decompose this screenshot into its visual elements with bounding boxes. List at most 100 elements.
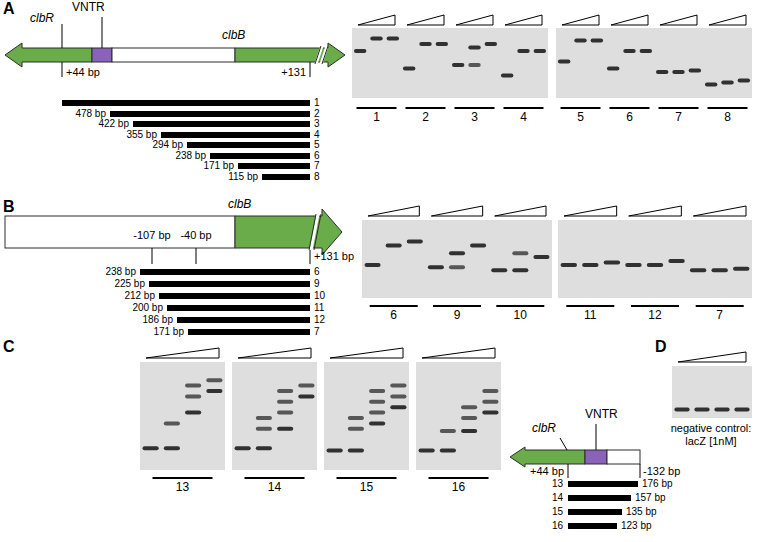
concentration-wedge — [505, 15, 542, 25]
figure-label: 6 — [390, 309, 397, 323]
gel-band — [625, 263, 641, 267]
break-mark — [316, 46, 327, 64]
vntr-box — [92, 48, 112, 62]
figure-label: 157 bp — [635, 492, 666, 504]
gel-band — [482, 411, 498, 415]
lane-underline — [504, 107, 544, 109]
figure-label: -107 bp — [133, 229, 170, 242]
figure-label: 225 bp — [114, 278, 145, 290]
figure-label: 15 — [360, 481, 373, 495]
gel-band — [668, 259, 684, 263]
fragment-bars — [62, 100, 310, 180]
gel-image — [672, 366, 752, 418]
gel-band — [533, 255, 549, 259]
figure-label: 9 — [314, 278, 320, 290]
gel-band — [738, 78, 750, 82]
gel-band — [256, 446, 272, 450]
lane-underline — [496, 305, 544, 307]
tick-lines — [152, 248, 310, 264]
gel-band — [164, 446, 180, 450]
gel-band — [491, 268, 507, 272]
gel-band — [501, 74, 513, 78]
gel-band — [407, 240, 423, 244]
gel-band — [185, 384, 201, 388]
gel-band — [369, 400, 385, 404]
figure-label: 5 — [314, 139, 320, 151]
figure-label: 16 — [552, 520, 563, 532]
gel-image — [140, 362, 225, 470]
lane-underline — [245, 477, 305, 479]
panel-letter: B — [3, 198, 15, 216]
lane-underline — [631, 305, 679, 307]
figure-label: 422 bp — [98, 118, 129, 130]
figure-label: +44 bp — [530, 465, 564, 478]
gel-band — [534, 49, 546, 53]
concentration-wedge — [678, 352, 746, 362]
lane-underline — [406, 107, 446, 109]
gel-image — [416, 362, 501, 470]
gel-image — [556, 28, 752, 98]
gel-band — [558, 60, 570, 64]
gel-band — [206, 378, 222, 382]
gel-band — [354, 49, 366, 53]
figure-label: 1 — [373, 111, 380, 125]
figure-label: 7 — [675, 111, 682, 125]
concentration-wedge — [709, 15, 746, 25]
gel-band — [298, 394, 314, 398]
figure-label: 200 bp — [132, 302, 163, 314]
gel-band — [369, 421, 385, 425]
figure-label: 3 — [471, 111, 478, 125]
clbB-gene-arrow — [235, 43, 345, 67]
leader-lines — [560, 424, 640, 478]
gel-band — [327, 448, 343, 452]
figure-label: 176 bp — [642, 478, 673, 490]
gel-band — [143, 446, 159, 450]
gel-band — [277, 427, 293, 431]
figure-label: 7 — [716, 309, 723, 323]
gel-band — [428, 265, 444, 269]
gel-image — [352, 28, 548, 98]
fragment-bars — [140, 269, 310, 335]
gel-band — [461, 429, 477, 433]
clbR-gene-arrow — [510, 447, 585, 467]
gel-band — [390, 394, 406, 398]
gel-band — [690, 268, 706, 272]
gel-band — [574, 39, 586, 43]
gel-band — [256, 427, 272, 431]
gel-band — [370, 36, 382, 40]
gel-band — [386, 243, 402, 247]
lane-underline — [610, 107, 650, 109]
figure-label: 2 — [422, 111, 429, 125]
gel-image — [558, 220, 752, 298]
gel-band — [561, 263, 577, 267]
gel-group — [140, 15, 752, 478]
gene-name: clbR — [532, 422, 556, 436]
gel-band — [449, 265, 465, 269]
gel-band — [348, 448, 364, 452]
panel-letter: C — [3, 338, 15, 356]
concentration-wedge — [660, 15, 697, 25]
figure-label: 1 — [314, 97, 320, 109]
gel-band — [277, 411, 293, 415]
gel-band — [623, 49, 635, 53]
gel-band — [582, 263, 598, 267]
lane-underline — [566, 305, 614, 307]
figure-label: 4 — [314, 129, 320, 141]
gel-band — [647, 263, 663, 267]
lane-underline — [429, 477, 489, 479]
figure-label: 7 — [314, 326, 320, 338]
concentration-wedge — [564, 206, 617, 216]
intergenic-box — [5, 216, 235, 248]
lane-underline — [433, 305, 481, 307]
figure-label: 186 bp — [142, 314, 173, 326]
gel-band — [512, 251, 528, 255]
figure-label: 135 bp — [626, 506, 657, 518]
lane-underline — [659, 107, 699, 109]
gel-band — [387, 36, 399, 40]
concentration-wedge — [422, 348, 495, 358]
figure-label: 6 — [314, 266, 320, 278]
gel-band — [365, 263, 381, 267]
figure-label: +131 bp — [314, 250, 354, 263]
figure-label: 171 bp — [153, 326, 184, 338]
